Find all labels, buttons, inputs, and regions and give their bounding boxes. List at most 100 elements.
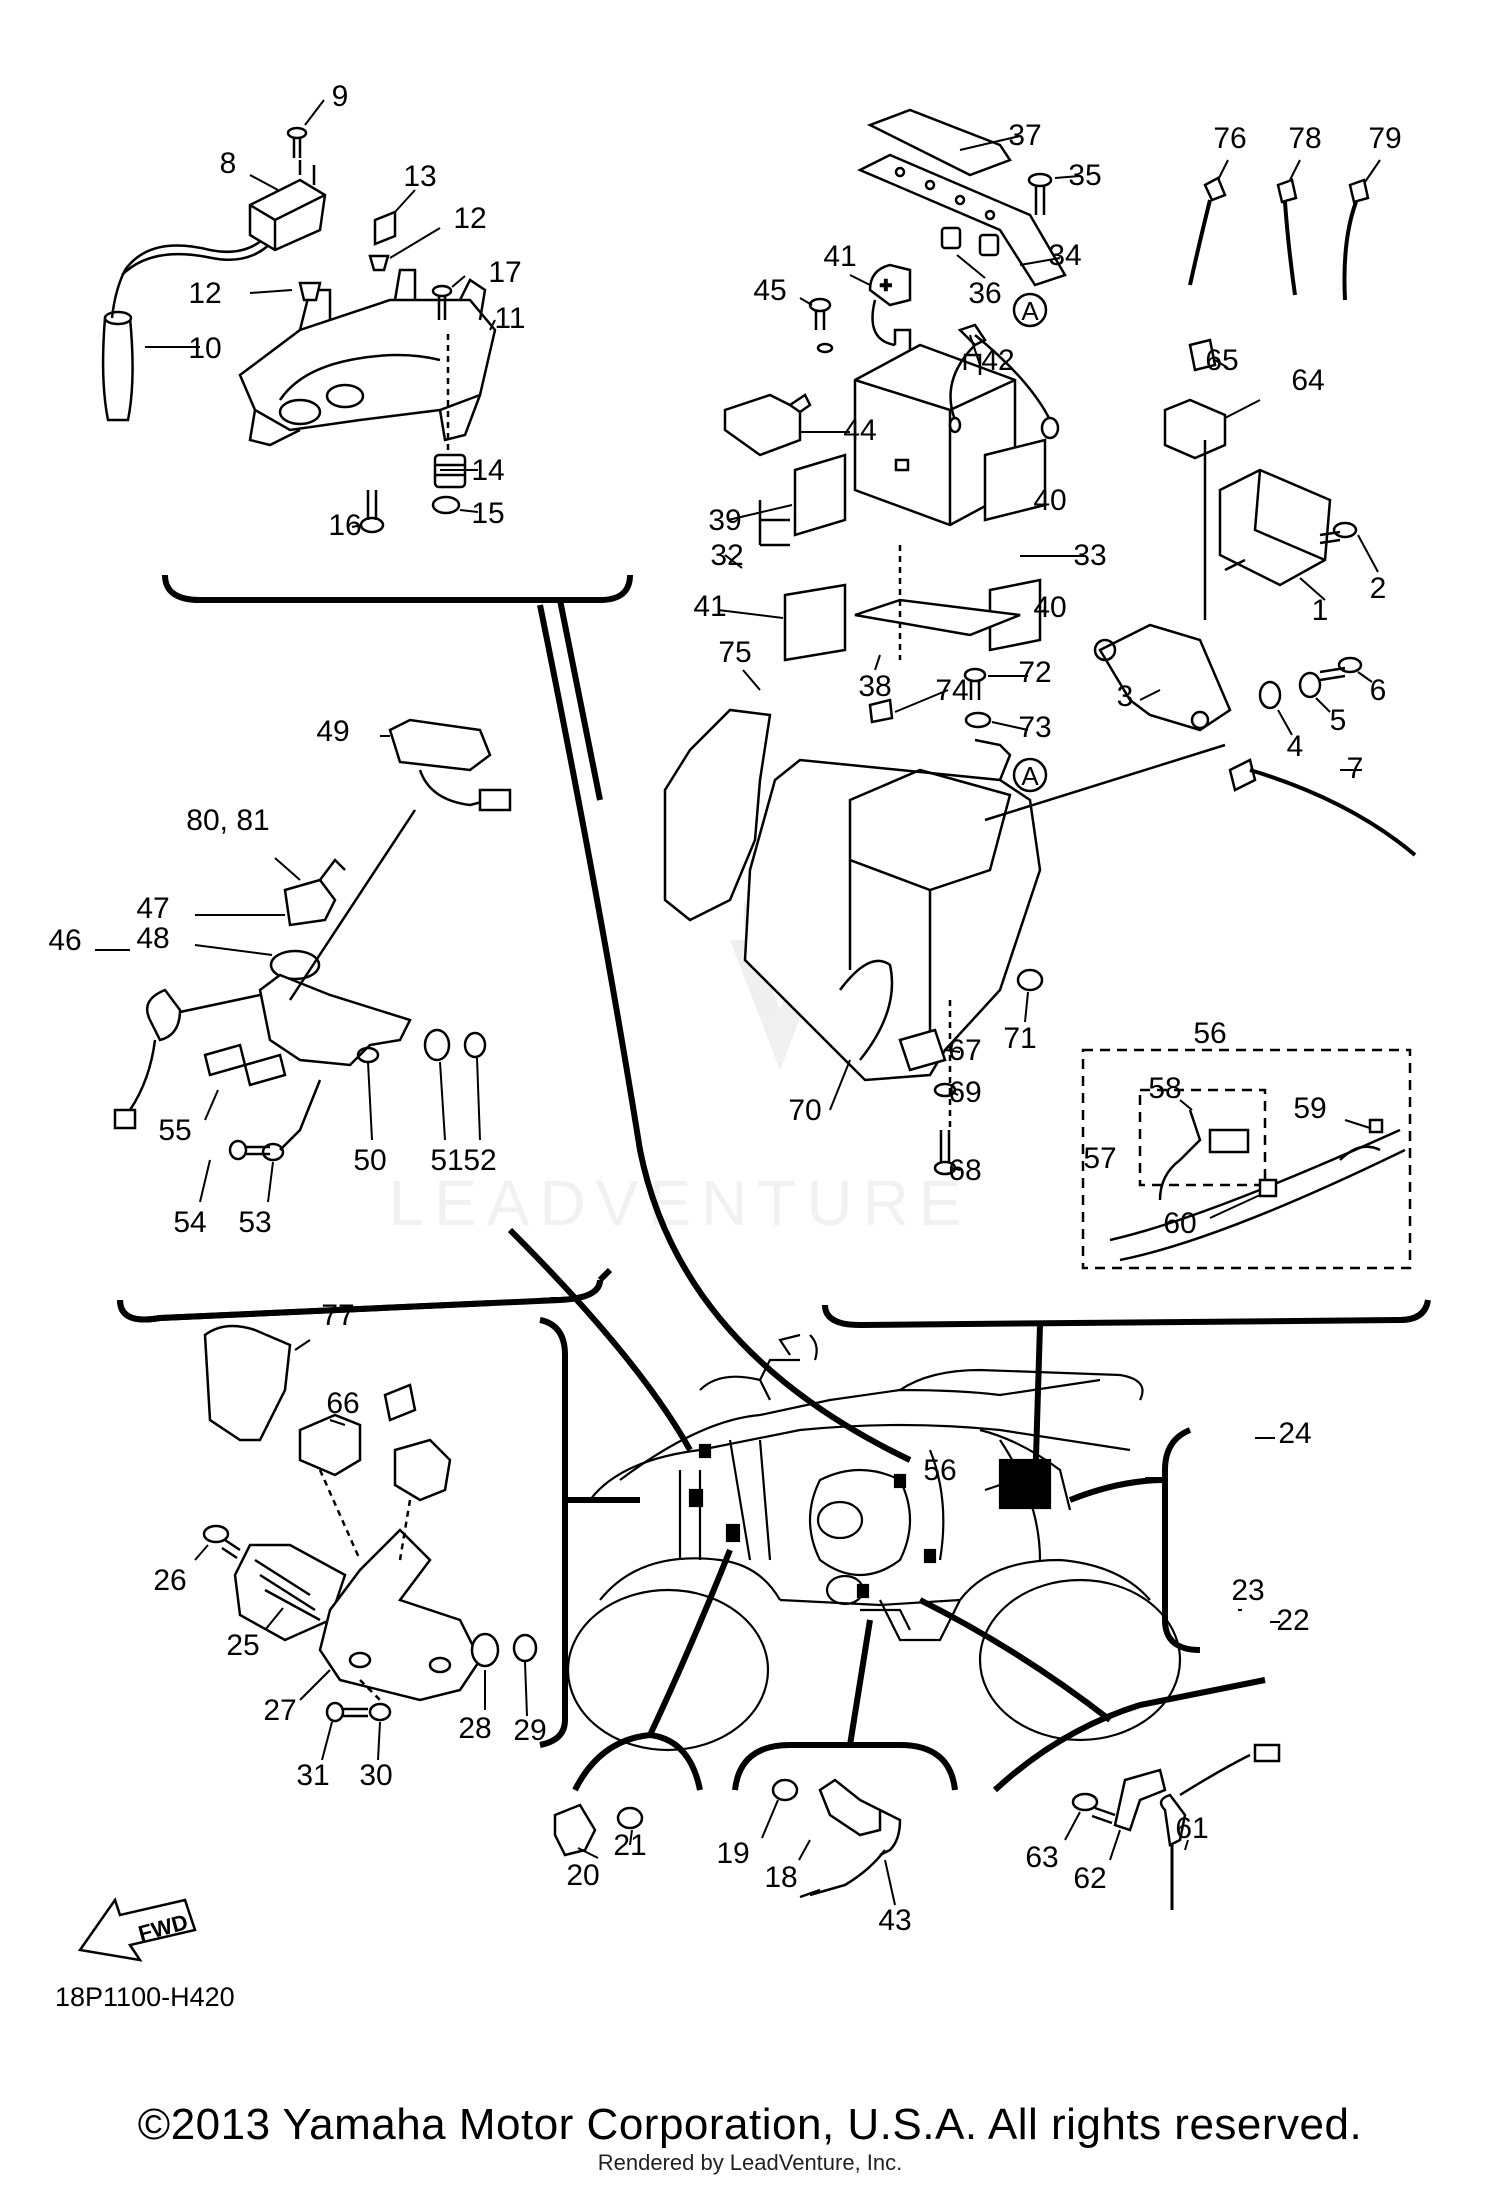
leader-line xyxy=(199,1159,211,1203)
cable-tie-76 xyxy=(1188,176,1227,286)
bracket-3 xyxy=(1093,623,1232,732)
fwd-arrow-icon xyxy=(77,1897,197,1962)
ignition-coil xyxy=(248,160,327,252)
part-number-label: 51 xyxy=(430,1144,463,1177)
leader-line xyxy=(1139,689,1161,701)
part-number-label: 65 xyxy=(1205,344,1238,377)
part-number-label: 8 xyxy=(220,147,237,180)
pads-55 xyxy=(203,1043,287,1087)
part-number-label: 28 xyxy=(458,1712,491,1745)
leader-line xyxy=(476,1057,481,1141)
switch-bracket-50 xyxy=(258,973,412,1067)
leader-line xyxy=(1024,991,1029,1023)
part-number-label: 72 xyxy=(1018,656,1051,689)
group-bracket-left xyxy=(539,1317,568,1748)
rendered-by-credit: Rendered by LeadVenture, Inc. xyxy=(597,2150,903,2175)
callout-a-2: A xyxy=(1021,761,1039,791)
part-number-label: 18 xyxy=(764,1861,797,1894)
part-number-label: 48 xyxy=(136,922,169,955)
part-number-label: 11 xyxy=(494,302,525,335)
part-number-label: 56 xyxy=(923,1454,956,1487)
part-number-label: 53 xyxy=(238,1206,271,1239)
leader-line xyxy=(367,1061,373,1141)
grommets-12 xyxy=(298,254,390,302)
leader-line xyxy=(1064,1811,1081,1841)
bolt-72 xyxy=(963,667,987,700)
leader-line xyxy=(1224,399,1261,419)
leader-line xyxy=(377,1721,381,1761)
part-number-label: 49 xyxy=(316,715,349,748)
bolt-35 xyxy=(1027,172,1053,215)
cable-tie-79 xyxy=(1342,178,1370,301)
leader-line xyxy=(524,1661,528,1717)
leader-line xyxy=(798,1839,811,1861)
part-number-label: 40 xyxy=(1033,484,1066,517)
bracket-62 xyxy=(1113,1768,1167,1832)
part-number-label: 22 xyxy=(1276,1604,1309,1637)
leader-line xyxy=(267,1161,274,1203)
part-number-label: 20 xyxy=(566,1859,599,1892)
mounting-plate xyxy=(238,268,497,447)
atv-body xyxy=(566,1333,1182,1752)
part-number-label: 80, 81 xyxy=(186,804,269,837)
leader-line xyxy=(727,504,793,521)
leader-line xyxy=(956,254,986,279)
part-number-label: 47 xyxy=(136,892,169,925)
part-number-label: 58 xyxy=(1148,1072,1181,1105)
leader-line xyxy=(299,1669,331,1701)
leader-line xyxy=(249,174,279,191)
leader-line xyxy=(194,944,273,956)
bolt-63 xyxy=(1071,1792,1116,1825)
leader-line xyxy=(204,1089,219,1121)
bracket-27 xyxy=(318,1528,482,1702)
bolt-26 xyxy=(202,1524,241,1560)
part-number-label: 64 xyxy=(1291,364,1324,397)
leader-line xyxy=(1217,159,1229,181)
negative-lead xyxy=(948,323,1060,440)
part-number-label: 75 xyxy=(718,636,751,669)
leader-line xyxy=(829,1059,851,1111)
part-number-label: 15 xyxy=(471,497,504,530)
callout-a-1: A xyxy=(1021,296,1039,326)
grommets-36 xyxy=(940,226,1000,257)
leader-line xyxy=(959,135,1021,151)
speed-sensor-20 xyxy=(553,1803,597,1857)
collar-5 xyxy=(1298,671,1322,699)
part-number-label: 1 xyxy=(1312,594,1329,627)
part-number-label: 29 xyxy=(513,1714,546,1747)
part-number-label: 50 xyxy=(353,1144,386,1177)
leader-line xyxy=(1039,609,1046,613)
part-number-label: 27 xyxy=(263,1694,296,1727)
leader-line xyxy=(629,1829,633,1846)
part-number-label: 79 xyxy=(1368,122,1401,155)
sub-wire-harness-box xyxy=(1081,1048,1412,1270)
part-number-label: 23 xyxy=(1231,1574,1264,1607)
part-number-label: 74 xyxy=(935,674,968,707)
rectifier-25 xyxy=(233,1543,347,1642)
leader-line xyxy=(894,689,949,713)
leader-line xyxy=(761,1799,779,1839)
main-switch-46 xyxy=(113,988,182,1130)
part-number-label: 31 xyxy=(296,1759,329,1792)
leader-line xyxy=(439,1061,446,1141)
part-number-label: 56 xyxy=(1193,1017,1226,1050)
bolt-68 xyxy=(933,1130,957,1176)
leader-line xyxy=(742,669,761,691)
washer-19 xyxy=(771,1778,799,1802)
nut-73 xyxy=(964,711,992,729)
part-number-label: 35 xyxy=(1068,159,1101,192)
leader-line xyxy=(1054,175,1081,179)
washer-69 xyxy=(933,1082,957,1098)
callout-a-circle-1 xyxy=(1012,292,1048,328)
starter-relay-67 xyxy=(898,1028,947,1072)
collar-15 xyxy=(431,495,461,515)
leader-line xyxy=(874,654,881,671)
positive-lead xyxy=(868,263,912,347)
part-number-label: 9 xyxy=(332,80,349,113)
watermark-text: LEADVENTURE xyxy=(389,1167,972,1239)
leader-line xyxy=(1299,577,1326,601)
leader-line xyxy=(304,99,325,126)
battery-box-cover xyxy=(663,708,772,922)
callout-a-circle-2 xyxy=(1012,757,1048,793)
part-number-label: 61 xyxy=(1175,1812,1208,1845)
